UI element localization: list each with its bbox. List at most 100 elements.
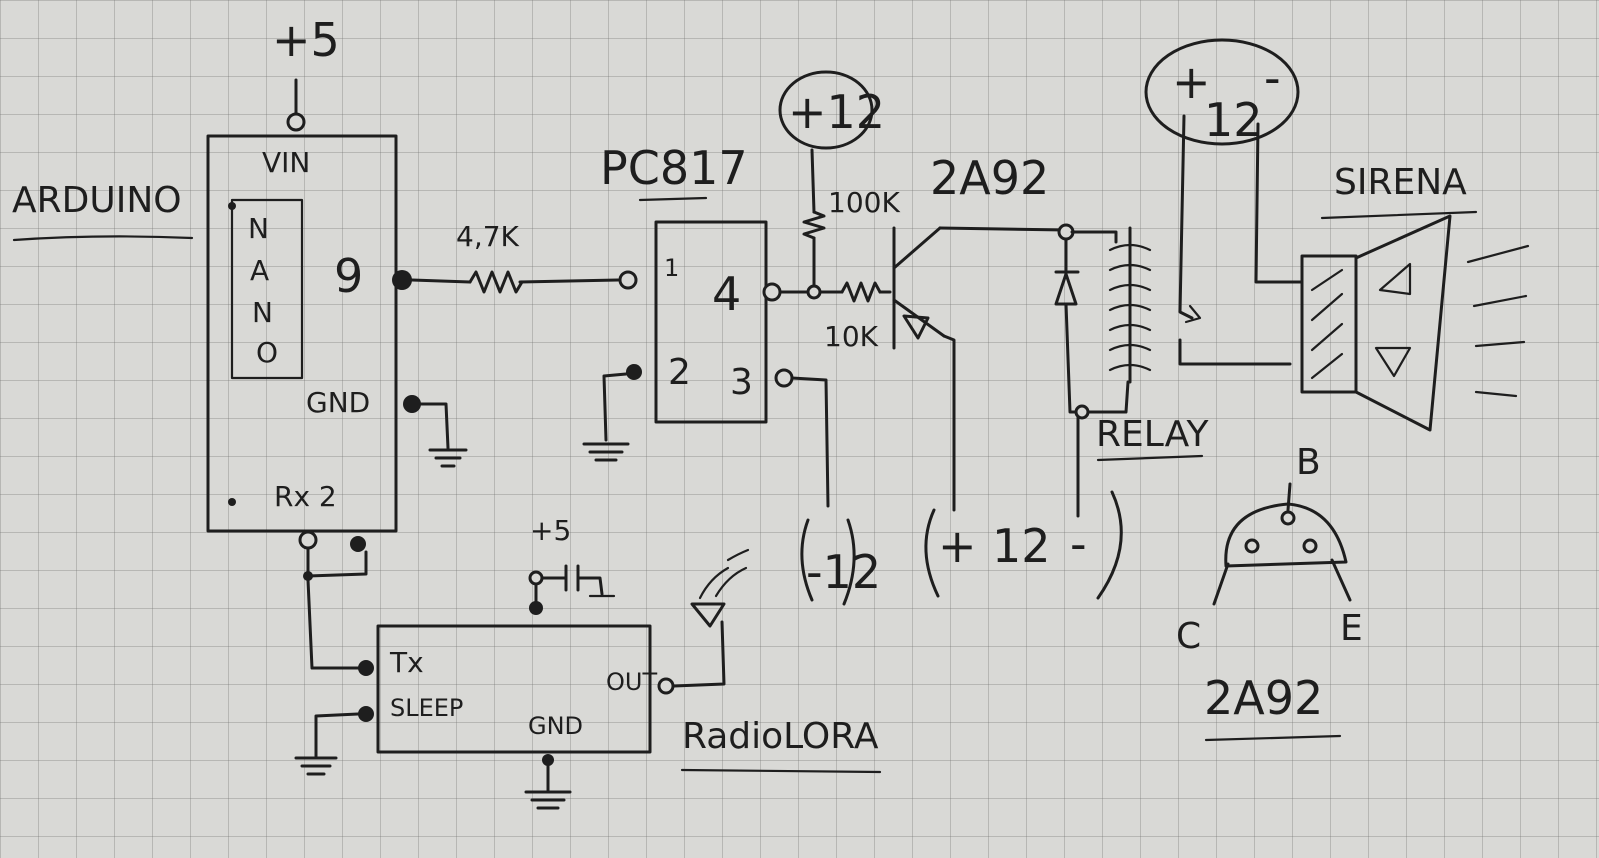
nano-letter-n2: N <box>252 296 273 329</box>
ground-symbol <box>524 790 572 810</box>
pinout-pin-e <box>1302 538 1318 554</box>
pinout-pin-b <box>1280 510 1296 526</box>
transistor-bottom-label: 2A92 <box>1204 671 1323 725</box>
pinout-pin-c <box>1244 538 1260 554</box>
radiolora-underline <box>680 768 882 774</box>
arduino-label: ARDUINO <box>12 180 182 221</box>
flyback-diode <box>1054 270 1080 306</box>
board-corner-dot <box>228 202 236 210</box>
lora-sleep-terminal <box>358 706 374 722</box>
lora-module <box>376 624 652 754</box>
resistor-4k7-label: 4,7K <box>456 220 520 253</box>
sirena-underline <box>1320 210 1478 220</box>
plus12-circle-b <box>1144 38 1300 146</box>
siren-sound-lines <box>1466 244 1530 398</box>
pc817-pin4-label: 4 <box>712 267 741 321</box>
neg12-label: -12 <box>806 545 881 599</box>
pc817-pin2-terminal <box>626 364 642 380</box>
wire <box>672 620 726 688</box>
pc817-pin3-label: 3 <box>730 362 753 403</box>
junction <box>528 570 544 586</box>
supply-minus-label: - <box>1070 517 1087 571</box>
pinout-e-label: E <box>1340 608 1363 649</box>
radiolora-label: RadioLORA <box>682 716 879 757</box>
wire <box>942 334 956 512</box>
relay-label: RELAY <box>1096 414 1209 455</box>
lora-out-label: OUT <box>606 668 657 696</box>
ground-symbol <box>428 448 468 468</box>
wire <box>1254 122 1304 284</box>
junction <box>303 571 313 581</box>
plus5-top-label: +5 <box>272 13 340 67</box>
relay-contact-arrow <box>1184 304 1202 324</box>
wire <box>576 576 604 596</box>
wire <box>306 546 368 578</box>
wire <box>602 372 628 442</box>
capacitor <box>564 564 580 592</box>
vin-label: VIN <box>262 146 310 179</box>
nano-inner-box <box>230 198 304 380</box>
resistor-100k-label: 100K <box>828 186 900 219</box>
pc817-pin3-terminal <box>774 368 794 388</box>
wire <box>410 278 472 284</box>
pin2-terminal <box>350 536 366 552</box>
pin9-label: 9 <box>334 249 363 303</box>
pinout-body <box>1224 502 1348 568</box>
nano-letter-n1: N <box>248 212 269 245</box>
ground-symbol <box>582 442 630 462</box>
wire <box>1178 114 1194 320</box>
junction <box>1074 404 1090 420</box>
wire <box>306 578 366 670</box>
supply-plus-label: + <box>938 519 977 573</box>
wire <box>938 226 1068 232</box>
ground-symbol <box>294 756 338 776</box>
paren-left <box>924 508 940 598</box>
rx-terminal <box>298 530 318 550</box>
lora-tx-label: Tx <box>389 646 424 679</box>
siren-hatch <box>1310 268 1344 380</box>
lora-tx-terminal <box>358 660 374 676</box>
paren-right <box>842 518 856 606</box>
lora-sleep-label: SLEEP <box>390 694 463 722</box>
board-corner-dot <box>228 498 236 506</box>
gnd-terminal <box>403 395 421 413</box>
pc817-pin2-label: 2 <box>668 352 691 393</box>
antenna-waves <box>698 548 750 600</box>
resistor-10k-label: 10K <box>824 320 879 353</box>
relay-underline <box>1096 454 1204 462</box>
rx2-label: Rx 2 <box>274 480 337 513</box>
plus12-b-12: 12 <box>1204 93 1263 147</box>
plus12-b-minus: - <box>1264 51 1281 105</box>
resistor-4k7 <box>468 270 524 294</box>
plus12-circle-a <box>778 70 874 150</box>
lora-gnd-label: GND <box>528 712 583 740</box>
pc817-pin1-label: 1 <box>664 254 679 282</box>
pc817-pin1-terminal <box>618 270 638 290</box>
antenna <box>690 602 726 628</box>
wire <box>1070 230 1118 244</box>
transistor-bottom-underline <box>1204 734 1342 742</box>
nano-letter-a: A <box>250 254 269 287</box>
lora-vcc-terminal <box>529 601 543 615</box>
paren-left <box>800 518 814 602</box>
wire <box>418 402 450 450</box>
transistor-top-label: 2A92 <box>930 151 1049 205</box>
sirena-label: SIRENA <box>1334 162 1467 203</box>
nano-letter-o: O <box>256 336 278 369</box>
pin9-terminal <box>392 270 412 290</box>
resistor-100k <box>802 210 826 240</box>
wire <box>1086 380 1130 414</box>
supply-12-label: 12 <box>992 519 1051 573</box>
siren-triangle-down <box>1374 346 1412 378</box>
plus5-lora-label: +5 <box>530 514 571 547</box>
siren-horn <box>1354 214 1452 432</box>
wire <box>518 278 620 284</box>
resistor-10k <box>840 281 882 303</box>
lora-out-terminal <box>657 677 675 695</box>
paren-right <box>1096 490 1123 600</box>
wire <box>1064 302 1084 414</box>
siren-magnet <box>1300 254 1358 394</box>
wire <box>810 148 816 214</box>
pinout-b-label: B <box>1296 442 1321 483</box>
plus12-a-label: +12 <box>788 85 885 139</box>
